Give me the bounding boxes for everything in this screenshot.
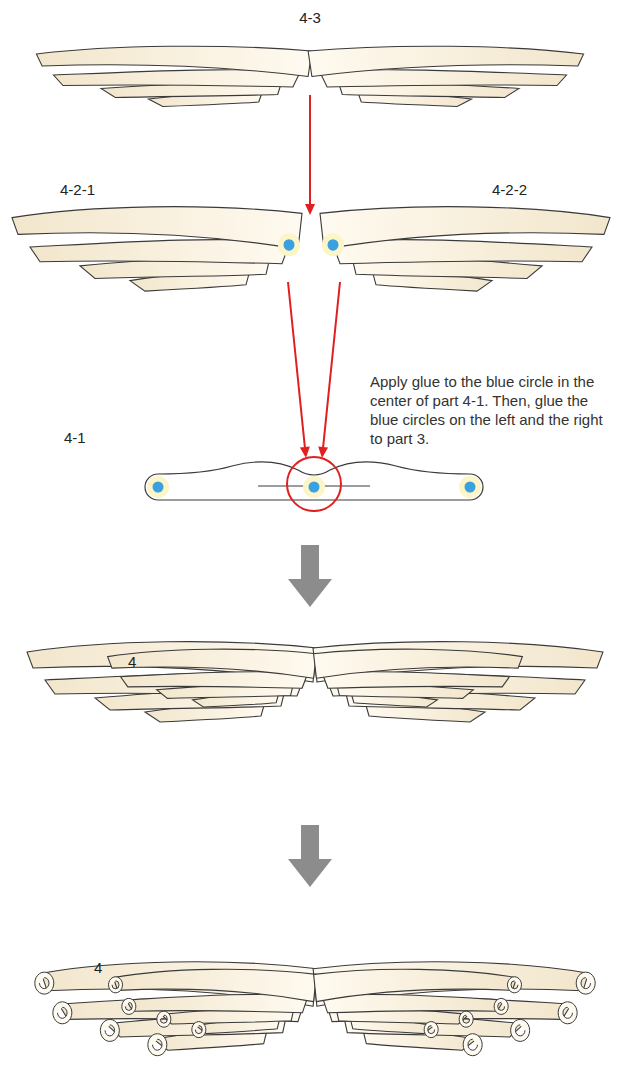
curl [558,1002,577,1024]
curl [494,998,508,1014]
feather [126,994,308,1012]
wing-part [109,969,317,1037]
wing-part [313,962,595,1056]
glue-area [147,476,169,498]
feather [121,672,308,689]
feather [36,46,312,76]
curl [109,977,123,993]
instruction-note: Apply glue to the blue circle in the cen… [370,372,615,448]
glue-area [322,233,344,256]
curl [122,998,136,1014]
glue-dot [284,239,295,251]
curl [35,972,54,994]
step-arrow [288,825,332,887]
wing-part [35,962,317,1056]
part-strip [145,462,483,500]
wing-part [27,642,317,722]
curl [157,1011,171,1027]
curl [576,972,595,994]
feather [322,672,509,689]
wing-part [108,649,317,707]
arrow-head [300,447,310,458]
assembly-arrow [323,282,340,447]
assembly-arrow [288,282,305,447]
wing-part [36,46,312,106]
feather [54,70,301,87]
wing-part [320,207,610,291]
wing-part [314,649,523,707]
feather [12,207,302,249]
curl [100,1019,119,1041]
wing-part [313,642,603,722]
wing-part [12,207,302,291]
arrow-head [305,204,315,215]
feather [332,240,592,264]
glue-area [278,233,300,256]
glue-dot [153,482,164,493]
curl [463,1034,482,1056]
curl [424,1022,438,1038]
curl [507,977,521,993]
feather [108,649,317,678]
glue-dot [465,482,476,493]
glue-area [459,476,481,498]
curl [459,1011,473,1027]
feather [308,46,584,76]
highlight-circle [287,457,341,511]
part-number: 4-1 [64,428,86,447]
glue-dot [309,482,320,493]
step-arrow [288,545,332,607]
feather [314,969,517,1001]
wing-part [314,969,522,1037]
curl [192,1022,206,1038]
part-number: 4 [94,958,102,977]
assembly-arrow [309,95,311,204]
glue-area [303,476,325,498]
feather [322,994,504,1012]
feather [314,649,523,678]
curl [511,1019,530,1041]
glue-dot [328,239,339,251]
part-number: 4 [128,652,136,671]
curl [53,1002,72,1024]
arrow-head [318,447,328,458]
part-number: 4-2-2 [492,180,527,199]
part-number: 4-2-1 [60,180,95,199]
part-number: 4-3 [299,8,321,27]
wing-part [308,46,584,106]
feather [320,207,610,249]
feather [113,969,316,1001]
feather [30,240,290,264]
feather [320,70,567,87]
curl [148,1034,167,1056]
